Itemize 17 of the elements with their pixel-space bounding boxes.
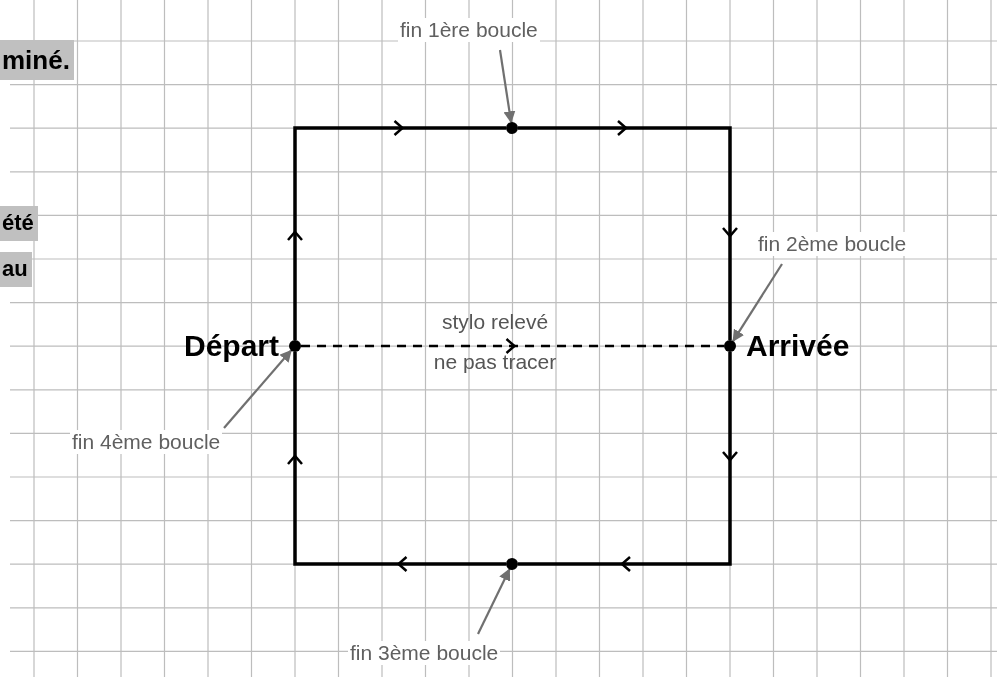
cropped-text: été [0,206,38,241]
point-label: Arrivée [746,329,850,363]
point-dot [506,558,518,570]
note-text: ne pas tracer [433,350,557,374]
cropped-text: au [0,252,32,287]
annotation-text: fin 1ère boucle [398,18,540,42]
leader-arrow [223,349,292,429]
annotation-text: fin 3ème boucle [348,641,501,665]
leader-arrow [477,568,511,635]
edge-label: stylo relevé [441,310,549,334]
leader-arrow [498,49,516,124]
point-label: Départ [183,329,279,363]
annotation-text: fin 2ème boucle [756,232,909,256]
cropped-text: miné. [0,40,74,81]
annotation-text: fin 4ème boucle [70,430,223,454]
point-dot [506,122,518,134]
leader-arrow [732,263,783,342]
